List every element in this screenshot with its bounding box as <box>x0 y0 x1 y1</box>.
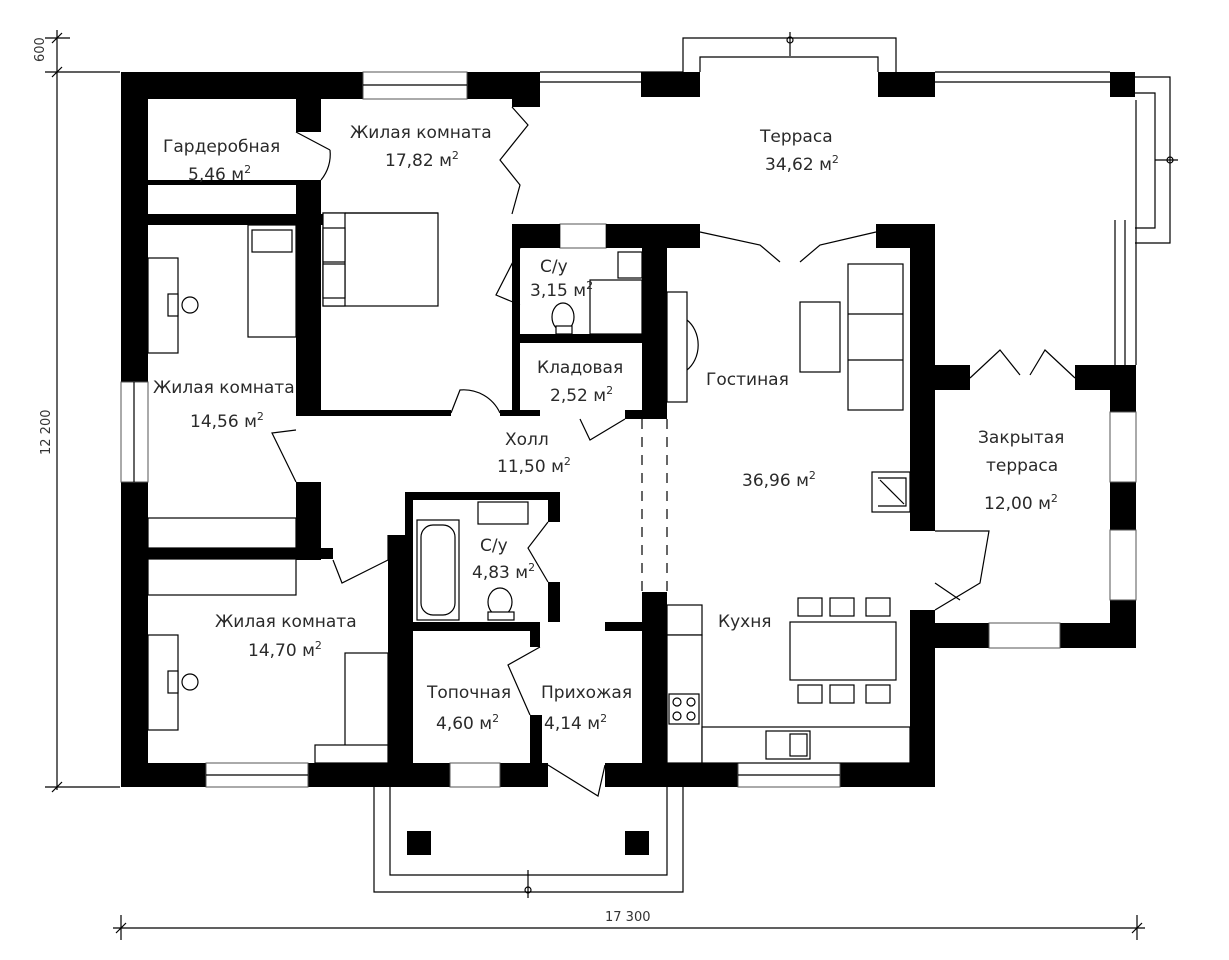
room-area-storage: 2,52 м2 <box>550 384 613 406</box>
room-label-closed-terrace: Закрытая <box>978 428 1064 448</box>
doors <box>271 106 1076 797</box>
room-label-hall: Холл <box>505 430 549 450</box>
room-label-bedroom-3: Жилая комната <box>215 612 357 632</box>
room-area-furnace: 4,60 м2 <box>436 712 499 734</box>
room-label-bedroom-2: Жилая комната <box>153 378 295 398</box>
room-label-living: Гостиная <box>706 370 789 390</box>
room-label-wc-1: С/у <box>540 257 568 277</box>
room-area-living: 36,96 м2 <box>742 469 816 491</box>
room-area-closed-terrace: 12,00 м2 <box>984 492 1058 514</box>
room-area-bedroom-1: 17,82 м2 <box>385 149 459 171</box>
windows <box>120 71 1137 788</box>
terrace-outline <box>540 32 1178 365</box>
furniture <box>147 212 911 764</box>
room-label-kitchen: Кухня <box>718 612 772 632</box>
dim-width: 17 300 <box>605 910 651 925</box>
dim-overhang: 600 <box>33 37 48 62</box>
dimension-lines: 600 12 200 17 300 <box>33 30 1145 940</box>
interior-walls <box>148 72 935 787</box>
room-area-hall: 11,50 м2 <box>497 455 571 477</box>
room-area-bedroom-3: 14,70 м2 <box>248 639 322 661</box>
room-label-wc-2: С/у <box>480 536 508 556</box>
room-area-bedroom-2: 14,56 м2 <box>190 410 264 432</box>
room-label-wardrobe: Гардеробная <box>163 137 280 157</box>
room-label-furnace: Топочная <box>426 683 511 703</box>
room-label-terrace: Терраса <box>759 127 833 147</box>
room-area-wc-2: 4,83 м2 <box>472 561 535 583</box>
room-label-storage: Кладовая <box>537 358 623 378</box>
outer-walls <box>121 72 1136 787</box>
porch <box>373 787 684 898</box>
room-area-entrance: 4,14 м2 <box>544 712 607 734</box>
room-label-entrance: Прихожая <box>541 683 632 703</box>
room-area-wardrobe: 5,46 м2 <box>188 163 251 185</box>
room-labels: Гардеробная 5,46 м2 Жилая комната 17,82 … <box>153 123 1064 734</box>
room-label-bedroom-1: Жилая комната <box>350 123 492 143</box>
room-label-closed-terrace-2: терраса <box>986 456 1058 476</box>
room-area-wc-1: 3,15 м2 <box>530 279 593 301</box>
dim-depth: 12 200 <box>39 410 54 456</box>
room-area-terrace: 34,62 м2 <box>765 153 839 175</box>
